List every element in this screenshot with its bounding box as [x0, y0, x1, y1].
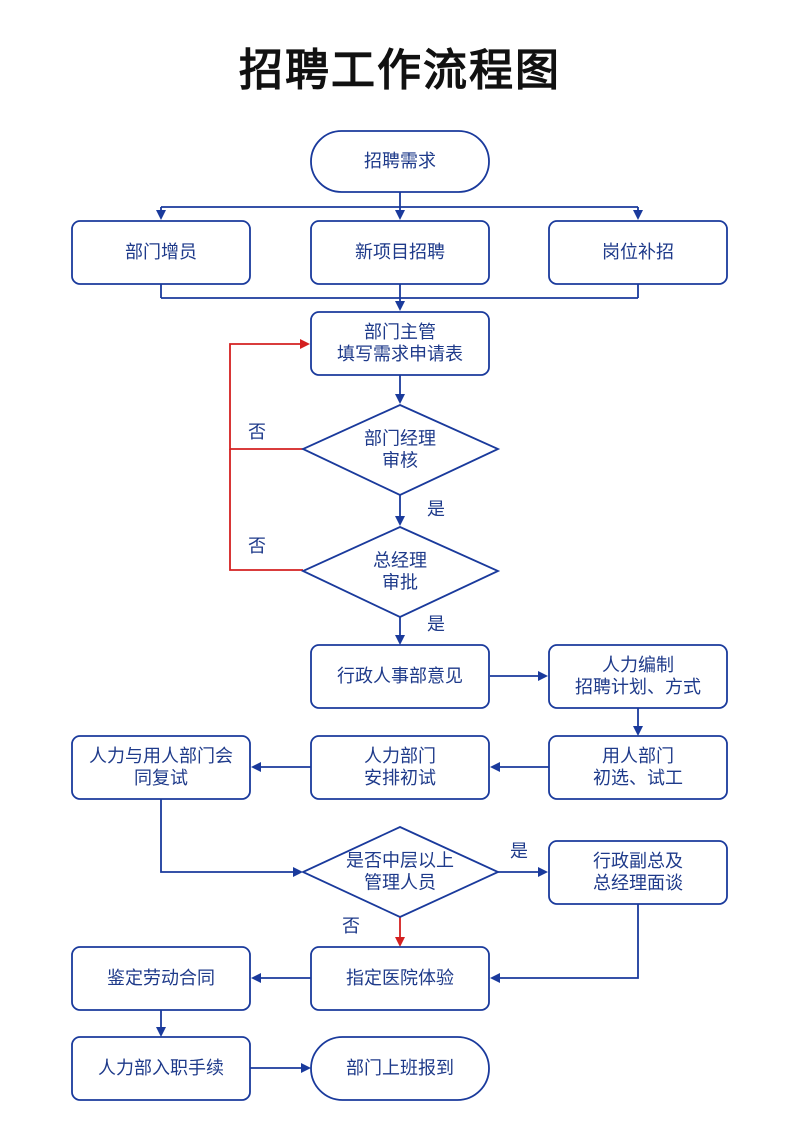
node-label-joint-retest-2: 同复试: [134, 768, 188, 789]
node-label-hr-plan-2: 招聘计划、方式: [575, 677, 701, 698]
label-review-yes: 是: [427, 499, 445, 520]
node-joint-retest: [71, 735, 251, 800]
node-mid-level: [300, 826, 501, 918]
node-vp-interview: [548, 840, 728, 905]
node-label-dept-trial-2: 初选、试工: [593, 768, 683, 789]
node-label-hr-opinion-1: 行政人事部意见: [337, 666, 463, 687]
node-label-new-project-1: 新项目招聘: [355, 242, 445, 263]
node-report: [310, 1036, 490, 1101]
node-label-gm-approve-1: 总经理: [373, 551, 427, 572]
node-label-mid-level-1: 是否中层以上: [346, 851, 454, 872]
node-label-vp-interview-1: 行政副总及: [593, 851, 683, 872]
node-label-fill-form-1: 部门主管: [364, 322, 436, 343]
node-mgr-review: [300, 404, 501, 496]
edge-retest-to-decision: [160, 798, 303, 877]
edge-vp-to-medical: [490, 904, 639, 983]
node-label-hr-plan-1: 人力编制: [602, 655, 674, 676]
node-label-mgr-review-1: 部门经理: [364, 429, 436, 450]
edge-review-no: [229, 339, 310, 450]
edge-gm-no: [229, 449, 303, 571]
node-label-hr-first-2: 安排初试: [364, 768, 436, 789]
node-onboard: [71, 1036, 251, 1101]
node-label-vp-interview-2: 总经理面谈: [593, 873, 683, 894]
node-fill-form: [310, 311, 490, 376]
node-label-medical-1: 指定医院体验: [346, 968, 454, 989]
node-gm-approve: [300, 526, 501, 618]
node-hr-first: [310, 735, 490, 800]
node-start: [310, 130, 490, 193]
page-title: 招聘工作流程图: [239, 45, 561, 96]
node-dept-add: [71, 220, 251, 285]
node-label-hr-first-1: 人力部门: [364, 746, 436, 767]
node-medical: [310, 946, 490, 1011]
node-label-dept-add-1: 部门增员: [125, 242, 197, 263]
label-mid-no: 否: [342, 916, 360, 937]
node-new-project: [310, 220, 490, 285]
node-label-mid-level-2: 管理人员: [364, 873, 436, 894]
node-dept-trial: [548, 735, 728, 800]
node-label-mgr-review-2: 审核: [382, 451, 418, 472]
node-label-gm-approve-2: 审批: [382, 573, 418, 594]
node-label-start-1: 招聘需求: [364, 151, 436, 172]
node-label-onboard-1: 人力部入职手续: [98, 1058, 224, 1079]
node-label-fill-form-2: 填写需求申请表: [337, 344, 463, 365]
node-label-dept-trial-1: 用人部门: [602, 746, 674, 767]
node-label-joint-retest-1: 人力与用人部门会: [89, 746, 233, 767]
node-label-post-fill-1: 岗位补招: [602, 242, 674, 263]
node-label-report-1: 部门上班报到: [346, 1058, 454, 1079]
label-gm-no: 否: [248, 536, 266, 557]
node-hr-plan: [548, 644, 728, 709]
label-review-no: 否: [248, 422, 266, 443]
node-contract: [71, 946, 251, 1011]
label-gm-yes: 是: [427, 614, 445, 635]
node-hr-opinion: [310, 644, 490, 709]
node-label-contract-1: 鉴定劳动合同: [107, 968, 215, 989]
node-post-fill: [548, 220, 728, 285]
label-mid-yes: 是: [510, 841, 528, 862]
